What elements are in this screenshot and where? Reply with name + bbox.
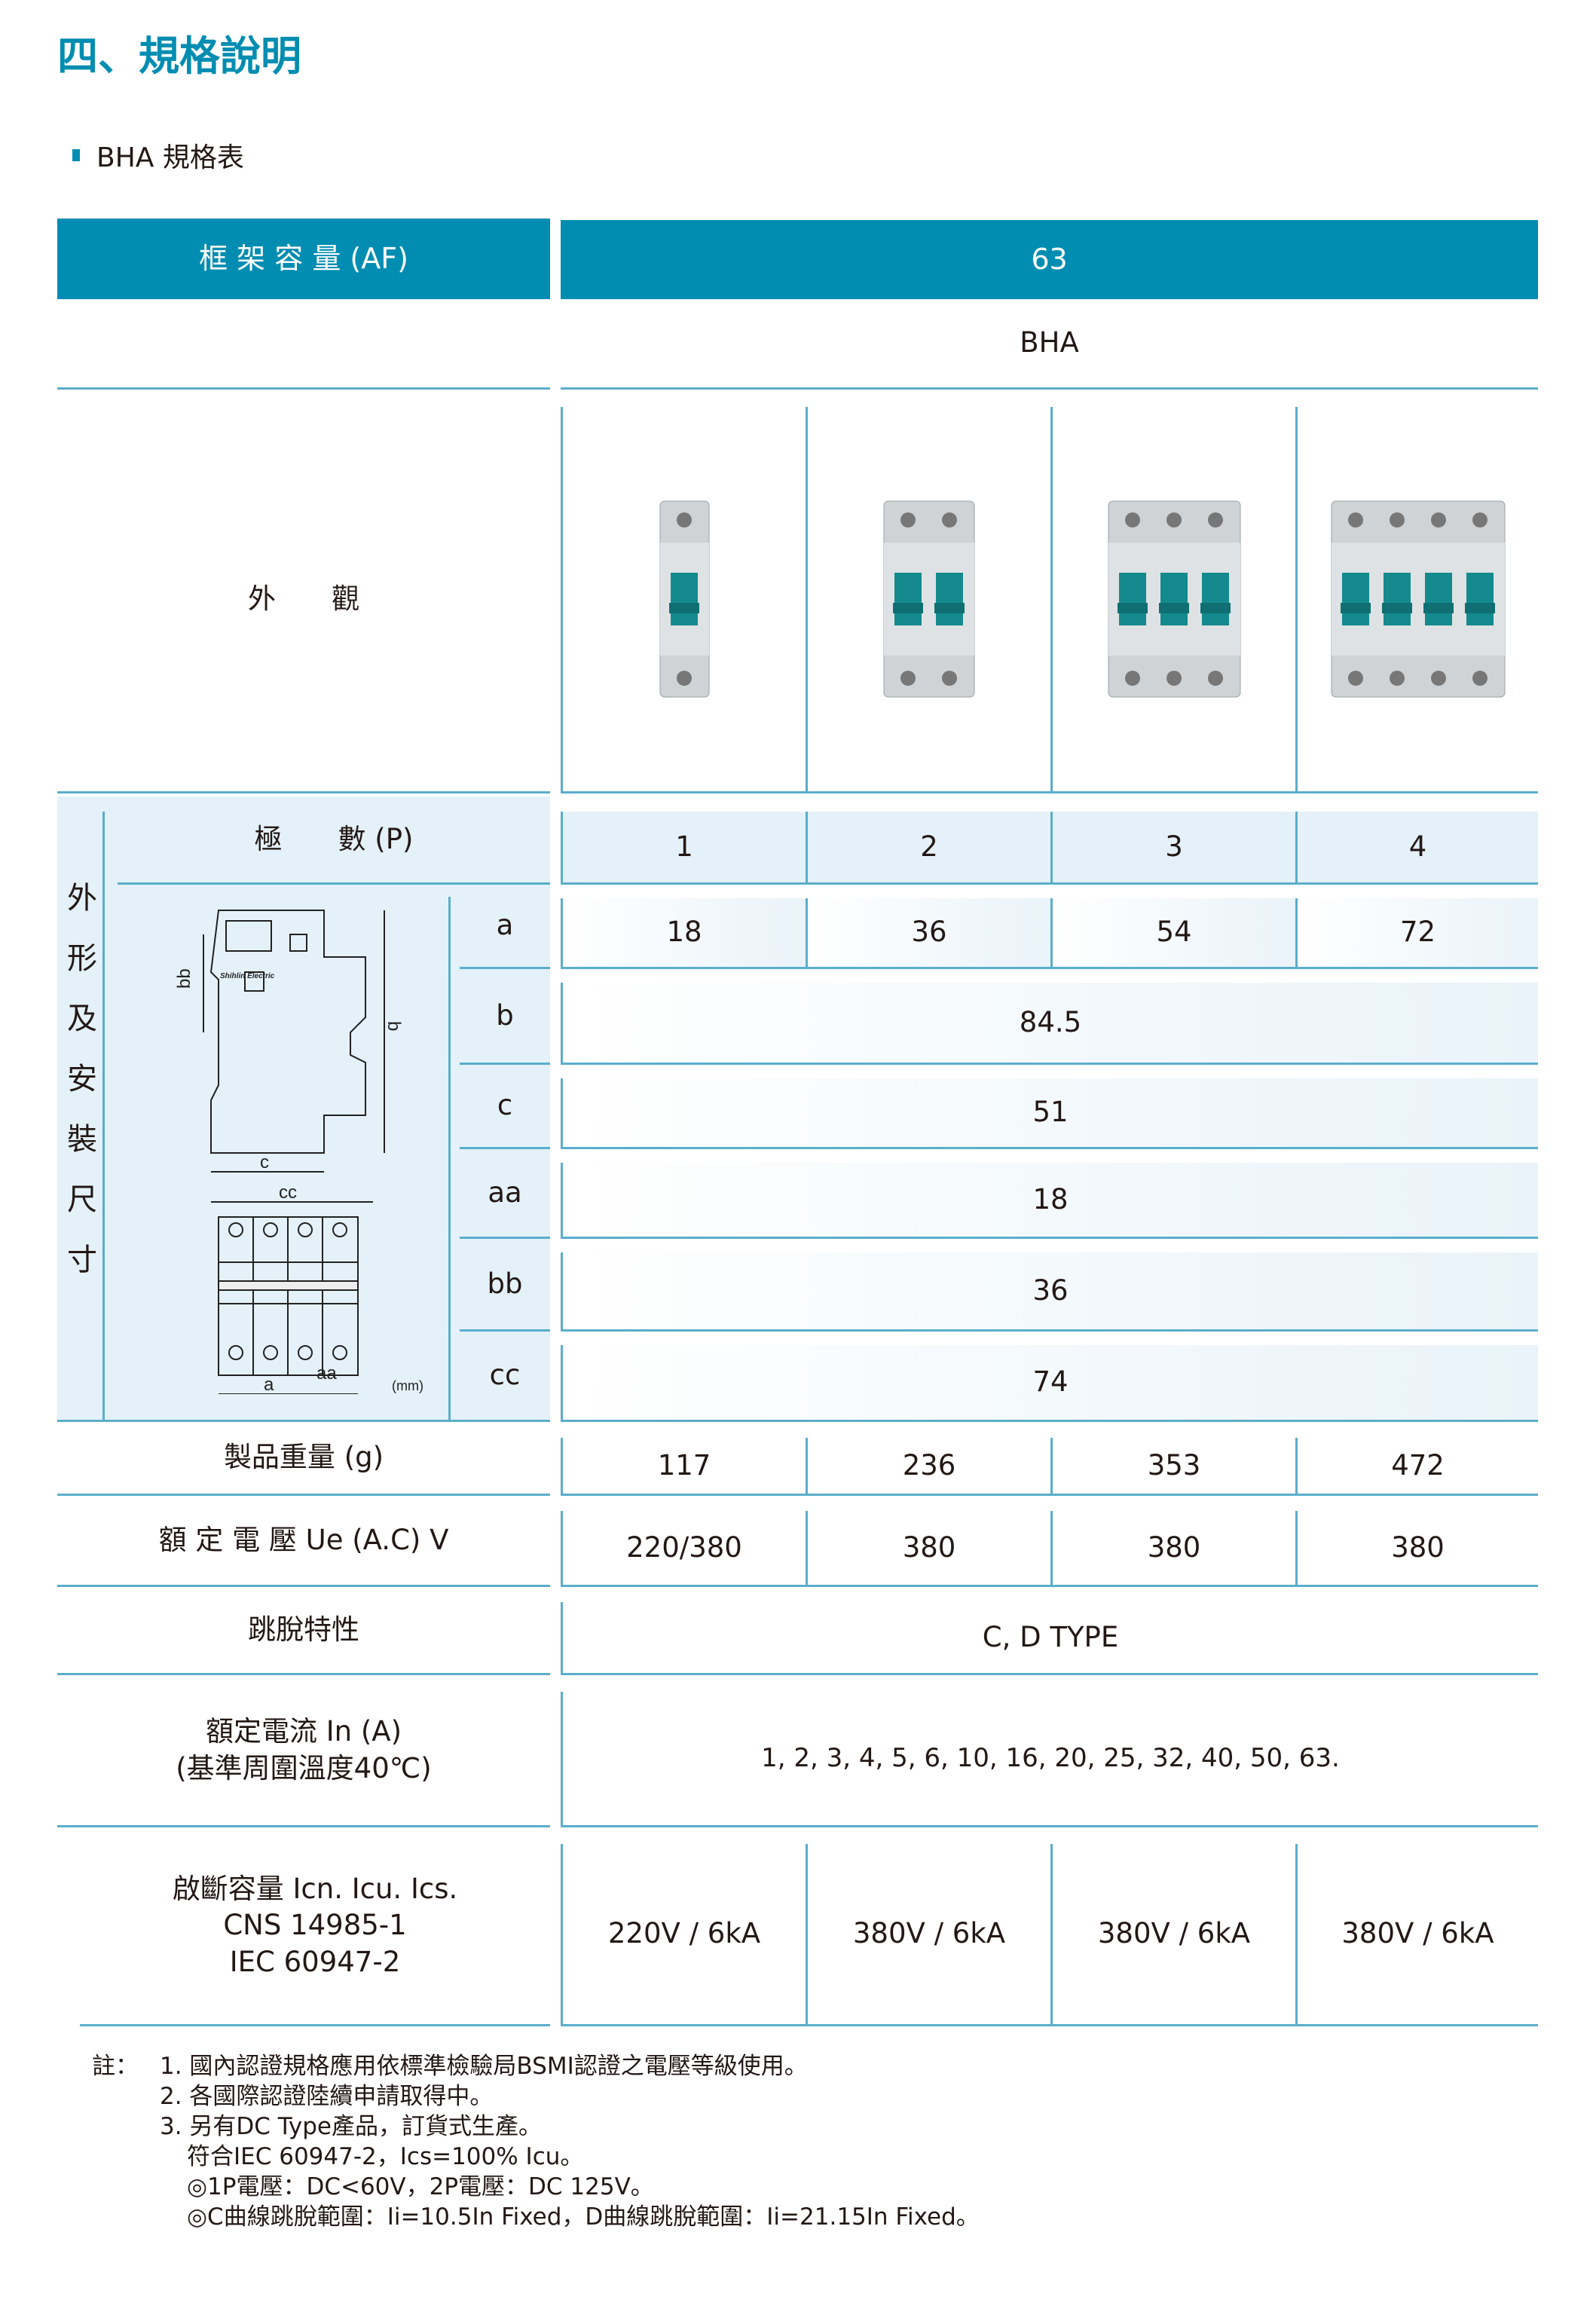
poles-value: 4	[1295, 812, 1538, 885]
voltage-value: 380	[806, 1511, 1050, 1587]
dim-label-a: a	[264, 1375, 274, 1394]
note-line: 註： 1. 國內認證規格應用依標準檢驗局BSMI認證之電壓等級使用。	[92, 2051, 980, 2081]
notes: 註： 1. 國內認證規格應用依標準檢驗局BSMI認證之電壓等級使用。 2. 各國際認…	[92, 2051, 980, 2232]
voltage-value: 380	[1295, 1511, 1538, 1587]
header-value: 63	[561, 220, 1538, 299]
dim-key-aa: aa	[460, 1149, 550, 1239]
current-label-line1: 額定電流 In (A)	[205, 1715, 402, 1748]
model-name: BHA	[561, 299, 1538, 390]
dim-value-b: 84.5	[561, 983, 1538, 1065]
dim-value-aa: 18	[561, 1163, 1538, 1239]
note-text: ◎1P電壓：DC<60V，2P電壓：DC 125V。	[187, 2173, 654, 2200]
subtitle-text: BHA 規格表	[96, 142, 244, 173]
note-text: 1. 國內認證規格應用依標準檢驗局BSMI認證之電壓等級使用。	[160, 2053, 808, 2080]
poles-value: 1	[561, 812, 806, 885]
dim-label-aa: aa	[316, 1363, 337, 1384]
weight-value: 353	[1050, 1438, 1295, 1496]
dim-key-cc: cc	[460, 1332, 550, 1422]
breaker-1p-image	[659, 500, 709, 698]
voltage-value: 220/380	[561, 1511, 806, 1587]
appearance-image-cell	[1050, 407, 1295, 794]
appearance-image-cell	[806, 407, 1050, 794]
breaker-2p-image	[883, 500, 975, 698]
dim-value-c: 51	[561, 1078, 1538, 1149]
note-line: 符合IEC 60947-2，Ics=100% Icu。	[92, 2142, 980, 2172]
breaking-value: 380V / 6kA	[1050, 1844, 1295, 2026]
breaking-value: 380V / 6kA	[806, 1844, 1050, 2026]
breaker-3p-image	[1108, 500, 1240, 698]
divider	[448, 897, 451, 1422]
note-text: 符合IEC 60947-2，Ics=100% Icu。	[187, 2143, 584, 2170]
current-label: 額定電流 In (A)(基準周圍溫度40℃)	[57, 1675, 550, 1827]
breaking-label-line2: CNS 14985-1	[223, 1909, 407, 1942]
appearance-image-cell	[1295, 407, 1538, 794]
weight-value: 117	[561, 1438, 806, 1496]
note-line: ◎1P電壓：DC<60V，2P電壓：DC 125V。	[92, 2172, 980, 2202]
dim-value-a: 72	[1295, 898, 1538, 969]
poles-value: 3	[1050, 812, 1295, 885]
note-line: 3. 另有DC Type產品，訂貨式生產。	[92, 2111, 980, 2142]
voltage-value: 380	[1050, 1511, 1295, 1587]
dim-label-c: c	[260, 1152, 269, 1173]
weight-value: 472	[1295, 1438, 1538, 1496]
dim-key-a: a	[460, 885, 550, 969]
current-value: 1, 2, 3, 4, 5, 6, 10, 16, 20, 25, 32, 40…	[561, 1692, 1538, 1827]
svg-text:Shihlin Electric: Shihlin Electric	[220, 972, 275, 980]
dim-label-b: b	[384, 1021, 404, 1031]
dim-value-bb: 36	[561, 1252, 1538, 1332]
dim-key-bb: bb	[460, 1239, 550, 1332]
note-line: ◎C曲線跳脫範圍：Ii=10.5In Fixed，D曲線跳脫範圍：Ii=21.1…	[92, 2202, 980, 2232]
unit-label: (mm)	[392, 1378, 423, 1393]
dim-value-a: 36	[806, 898, 1050, 969]
note-text: ◎C曲線跳脫範圍：Ii=10.5In Fixed，D曲線跳脫範圍：Ii=21.1…	[187, 2203, 980, 2231]
model-label-empty	[57, 299, 550, 390]
dim-key-b: b	[460, 969, 550, 1065]
trip-label: 跳脫特性	[57, 1587, 550, 1675]
bullet-icon	[72, 149, 80, 161]
dim-label-bb: bb	[174, 968, 194, 989]
notes-label	[92, 2081, 160, 2111]
header-label: 框 架 容 量 (AF)	[57, 219, 550, 299]
notes-label	[92, 2202, 160, 2232]
breaking-value: 220V / 6kA	[561, 1844, 806, 2026]
poles-label: 極 數 (P)	[118, 797, 550, 885]
appearance-image-cell	[561, 407, 806, 794]
notes-label	[92, 2142, 160, 2172]
trip-value: C, D TYPE	[561, 1602, 1538, 1675]
dim-value-a: 18	[561, 898, 806, 969]
divider	[102, 812, 105, 1422]
table-subtitle: BHA 規格表	[72, 136, 244, 175]
page-title: 四、規格說明	[57, 32, 301, 80]
weight-label: 製品重量 (g)	[57, 1422, 550, 1496]
note-line: 2. 各國際認證陸續申請取得中。	[92, 2081, 980, 2111]
voltage-label: 額 定 電 壓 Ue (A.C) V	[57, 1496, 550, 1587]
weight-value: 236	[806, 1438, 1050, 1496]
current-label-line2: (基準周圍溫度40℃)	[176, 1751, 432, 1784]
note-text: 2. 各國際認證陸續申請取得中。	[160, 2083, 494, 2110]
breaking-label-line3: IEC 60947-2	[229, 1945, 401, 1978]
dimension-diagram: Shihlin Electric bb b c cc aa a (mm)	[174, 910, 423, 1394]
dim-label-cc: cc	[279, 1182, 297, 1203]
poles-value: 2	[806, 812, 1050, 885]
breaking-value: 380V / 6kA	[1295, 1844, 1538, 2026]
notes-label: 註：	[92, 2053, 139, 2080]
breaker-4p-image	[1331, 500, 1505, 698]
notes-label	[92, 2172, 160, 2202]
dimensions-group-label: 外形及安裝尺寸	[62, 882, 96, 1304]
dim-key-c: c	[460, 1065, 550, 1149]
notes-label	[92, 2111, 160, 2142]
breaking-label-line1: 啟斷容量 Icn. Icu. Ics.	[172, 1873, 458, 1906]
dim-value-cc: 74	[561, 1345, 1538, 1422]
appearance-label: 外 觀	[57, 407, 550, 794]
note-text: 3. 另有DC Type產品，訂貨式生產。	[160, 2113, 543, 2140]
dim-value-a: 54	[1050, 898, 1295, 969]
